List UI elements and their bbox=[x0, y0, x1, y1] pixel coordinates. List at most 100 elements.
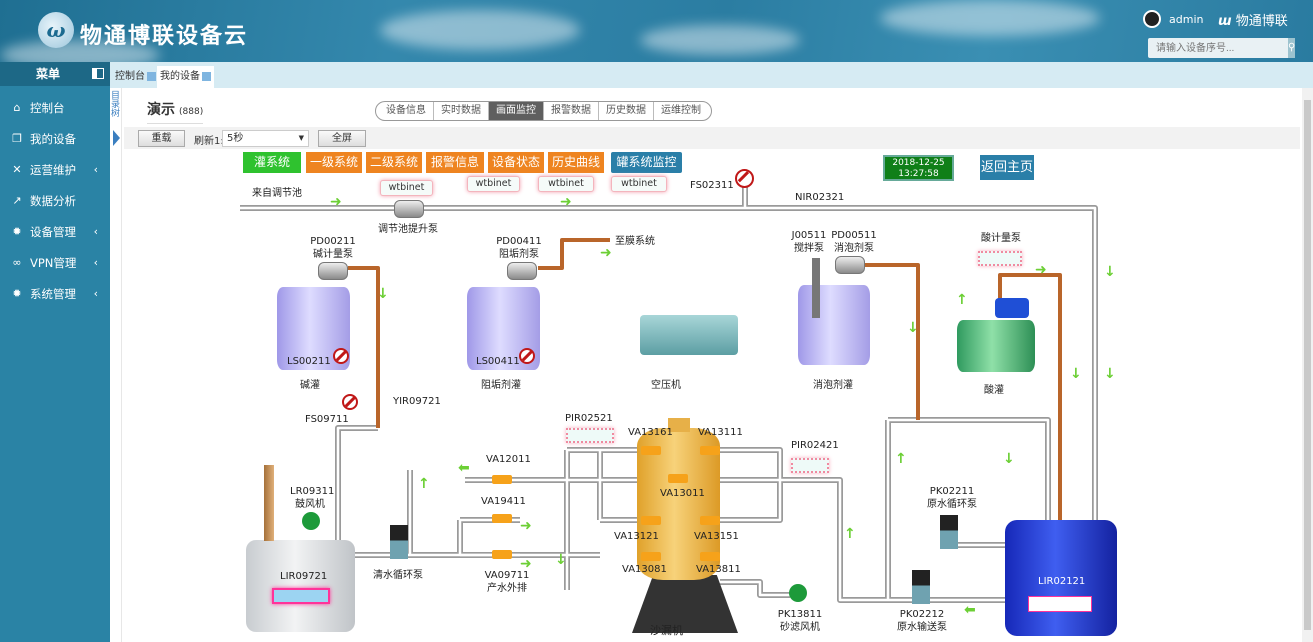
system-button-level2[interactable]: 二级系统 bbox=[366, 152, 422, 173]
vertical-scrollbar[interactable] bbox=[1302, 88, 1313, 642]
close-icon[interactable] bbox=[147, 71, 156, 81]
label-lr09311: LR09311 bbox=[290, 486, 335, 497]
valve-va12011[interactable] bbox=[492, 475, 512, 484]
sidebar-toggle-icon[interactable] bbox=[92, 68, 104, 79]
label-scale-pump: 阻垢剂泵 bbox=[499, 249, 539, 260]
flow-arrow-right-icon: ➜ bbox=[1035, 262, 1047, 278]
valve-va13811[interactable] bbox=[700, 552, 720, 561]
refresh-interval-select[interactable]: 5秒 bbox=[222, 130, 309, 147]
tab-screen-monitor[interactable]: 画面监控 bbox=[489, 102, 544, 120]
return-home-button[interactable]: 返回主页 bbox=[980, 155, 1034, 180]
system-button-alarms[interactable]: 报警信息 bbox=[426, 152, 484, 173]
label-pd00211: PD00211 bbox=[310, 236, 356, 247]
valve-va13121[interactable] bbox=[641, 516, 661, 525]
valve-va13161[interactable] bbox=[641, 446, 661, 455]
app-title: 物通博联设备云 bbox=[80, 23, 249, 49]
label-ls00211: LS00211 bbox=[287, 356, 331, 367]
tab-label: 控制台 bbox=[115, 71, 145, 82]
sand-blower-icon[interactable] bbox=[789, 584, 807, 602]
alkali-pump-icon[interactable] bbox=[318, 262, 348, 280]
tab-my-devices[interactable]: 我的设备 bbox=[157, 66, 214, 88]
tab-history-data[interactable]: 历史数据 bbox=[599, 102, 654, 120]
search-icon[interactable]: ⚲ bbox=[1288, 38, 1296, 58]
label-lir02121: LIR02121 bbox=[1038, 576, 1086, 587]
tab-device-info[interactable]: 设备信息 bbox=[376, 102, 434, 120]
defoamer-tank[interactable] bbox=[798, 285, 870, 365]
tab-realtime-data[interactable]: 实时数据 bbox=[434, 102, 489, 120]
acid-pump-icon[interactable] bbox=[995, 298, 1029, 318]
search-input[interactable] bbox=[1148, 38, 1288, 58]
sidebar-item-system[interactable]: ✹系统管理‹ bbox=[0, 278, 110, 309]
brand-logo: ɯ 物通博联 bbox=[1218, 14, 1288, 29]
flow-arrow-down-icon: ↓ bbox=[555, 552, 567, 568]
label-alkali-pump: 碱计量泵 bbox=[313, 249, 353, 260]
sidebar-item-operations[interactable]: ✕运营维护‹ bbox=[0, 154, 110, 185]
chevron-left-icon: ‹ bbox=[93, 225, 98, 238]
lift-pump-icon[interactable] bbox=[394, 200, 424, 218]
flow-arrow-down-icon: ↓ bbox=[907, 320, 919, 336]
label-ls00411: LS00411 bbox=[476, 356, 520, 367]
scrollbar-thumb[interactable] bbox=[1304, 100, 1311, 630]
label-va13121: VA13121 bbox=[614, 531, 659, 542]
air-compressor-icon[interactable] bbox=[640, 315, 738, 355]
water-tank-lir09721[interactable] bbox=[246, 540, 355, 632]
raw-water-tank[interactable] bbox=[1005, 520, 1117, 636]
tab-alarm-data[interactable]: 报警数据 bbox=[544, 102, 599, 120]
label-discharge: 产水外排 bbox=[487, 583, 527, 594]
fullscreen-button[interactable]: 全屏 bbox=[318, 130, 366, 147]
valve-va09711[interactable] bbox=[492, 550, 512, 559]
directory-tree-toggle[interactable]: 目录树 bbox=[110, 88, 122, 642]
clean-pump-icon[interactable] bbox=[390, 525, 408, 559]
system-button-level1[interactable]: 一级系统 bbox=[306, 152, 362, 173]
valve-va13151[interactable] bbox=[700, 516, 720, 525]
toolbar: 重载 刷新1: 5秒 全屏 bbox=[124, 127, 1300, 149]
label-va13811: VA13811 bbox=[696, 564, 741, 575]
user-menu[interactable]: admin bbox=[1143, 10, 1203, 28]
label-lift-pump: 调节池提升泵 bbox=[378, 224, 438, 235]
sidebar-item-my-devices[interactable]: ❐我的设备 bbox=[0, 123, 110, 154]
sidebar-item-data-analysis[interactable]: ↗数据分析 bbox=[0, 185, 110, 216]
defoam-pump-icon[interactable] bbox=[835, 256, 865, 274]
label-pd00511: PD00511 bbox=[831, 230, 877, 241]
system-button-tank-monitor[interactable]: 罐系统监控 bbox=[611, 152, 682, 173]
tab-console[interactable]: 控制台 bbox=[112, 66, 159, 88]
label-va13161: VA13161 bbox=[628, 427, 673, 438]
raw-cycle-pump-icon[interactable] bbox=[940, 515, 958, 549]
link-icon: ∞ bbox=[12, 256, 22, 269]
sidebar-item-vpn[interactable]: ∞VPN管理‹ bbox=[0, 247, 110, 278]
system-button-history-curve[interactable]: 历史曲线 bbox=[548, 152, 604, 173]
flow-arrow-right-icon: ➜ bbox=[560, 194, 572, 210]
app-header: ω 物通博联设备云 admin ɯ 物通博联 ⚲ bbox=[0, 0, 1313, 62]
gear-icon: ✹ bbox=[12, 225, 22, 238]
refresh-label: 刷新1: bbox=[194, 136, 224, 147]
sidebar-item-device-management[interactable]: ✹ 设备管理 ‹ bbox=[0, 216, 110, 247]
reload-button[interactable]: 重载 bbox=[138, 130, 185, 147]
flow-arrow-right-icon: ➜ bbox=[600, 245, 612, 261]
expand-arrow-icon[interactable] bbox=[113, 130, 120, 146]
label-pk02212: PK02212 bbox=[899, 609, 945, 620]
tab-ops-control[interactable]: 运维控制 bbox=[661, 105, 701, 116]
raw-feed-pump-icon[interactable] bbox=[912, 570, 930, 604]
label-defoam-pump: 消泡剂泵 bbox=[834, 243, 874, 254]
clock-time: 13:27:58 bbox=[898, 169, 939, 179]
blower-icon[interactable] bbox=[302, 512, 320, 530]
tree-label: 目录树 bbox=[111, 91, 121, 119]
stop-icon bbox=[333, 348, 349, 364]
scale-pump-icon[interactable] bbox=[507, 262, 537, 280]
valve-va13081[interactable] bbox=[641, 552, 661, 561]
sidebar-item-label: 设备管理 bbox=[30, 224, 76, 239]
label-va19411: VA19411 bbox=[481, 496, 526, 507]
system-button-irrigation[interactable]: 灌系统 bbox=[243, 152, 301, 173]
sidebar-item-console[interactable]: ⌂控制台 bbox=[0, 92, 110, 123]
clock-date: 2018-12-25 bbox=[892, 158, 945, 168]
label-mixer-pump: 搅拌泵 bbox=[794, 243, 824, 254]
valve-va19411[interactable] bbox=[492, 514, 512, 523]
system-button-device-status[interactable]: 设备状态 bbox=[488, 152, 544, 173]
label-pir02521: PIR02521 bbox=[565, 413, 613, 424]
valve-va13011[interactable] bbox=[668, 474, 688, 483]
chevron-left-icon: ‹ bbox=[93, 287, 98, 300]
pir02421-value bbox=[791, 458, 829, 473]
valve-va13111[interactable] bbox=[700, 446, 720, 455]
close-icon[interactable] bbox=[202, 71, 211, 81]
acid-tank[interactable] bbox=[957, 320, 1035, 372]
